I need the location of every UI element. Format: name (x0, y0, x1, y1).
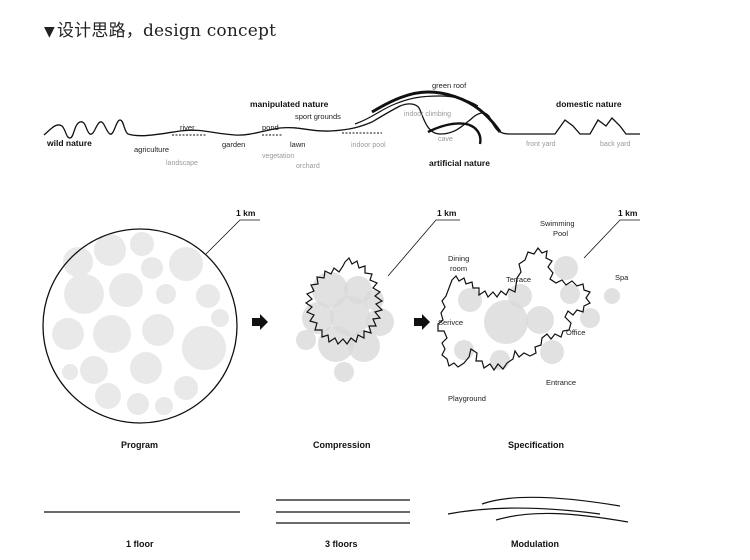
label-indoor-pool: indoor pool (351, 142, 386, 149)
caption-one-floor: 1 floor (126, 539, 154, 549)
specification-scale-label: 1 km (618, 208, 638, 218)
program-circle (42, 228, 238, 424)
page-title-text: 设计思路，design concept (56, 21, 277, 41)
label-artificial-nature: artificial nature (429, 158, 490, 168)
compression-bubbles (296, 272, 394, 382)
modulation-line-1 (481, 496, 621, 507)
triangle-marker-icon: ▼ (44, 24, 55, 40)
label-wild-nature: wild nature (46, 138, 92, 148)
label-landscape: landscape (166, 160, 198, 167)
compression-scale-label: 1 km (437, 208, 457, 218)
green-roof-line (371, 90, 502, 133)
label-orchard: orchard (296, 163, 320, 170)
zone-playground: Playground (448, 394, 486, 403)
cave-line (427, 122, 482, 145)
program-diagram: 1 km Program (42, 208, 260, 450)
label-river: river (180, 123, 195, 132)
label-vegetation: vegetation (262, 153, 294, 160)
zone-swimming-line2: Pool (553, 229, 568, 238)
zone-terrace: Terrace (506, 275, 531, 284)
label-manipulated-nature: manipulated nature (250, 99, 329, 109)
nature-profile: wild nature agriculture landscape river … (43, 81, 640, 170)
zone-swimming-line1: Swimming (540, 219, 575, 228)
page-title: ▼设计思路，design concept (44, 16, 276, 41)
zone-office: Office (566, 328, 585, 337)
specification-bubbles (454, 256, 620, 370)
zone-dining-line1: Dining (448, 254, 469, 263)
zone-spa: Spa (615, 273, 629, 282)
label-indoor-climbing: indoor climbing (404, 111, 451, 118)
program-bubbles (52, 232, 229, 415)
label-cave: cave (438, 136, 453, 143)
modulation-line-3 (495, 512, 629, 523)
arrow-icon (252, 314, 268, 330)
compression-blob (304, 256, 384, 346)
label-green-roof: green roof (432, 81, 467, 90)
floors-row: 1 floor 3 floors Modulation (44, 496, 629, 549)
caption-specification: Specification (508, 440, 564, 450)
caption-program: Program (121, 440, 158, 450)
modulation-line-2 (447, 507, 601, 515)
program-scale-label: 1 km (236, 208, 256, 218)
label-lawn: lawn (290, 140, 305, 149)
specification-scale-leader (583, 219, 640, 259)
zone-entrance: Entrance (546, 378, 576, 387)
zone-service: Serivce (438, 318, 463, 327)
specification-diagram: 1 km Dining room Terrace Swimming Pool S… (437, 208, 640, 450)
label-garden: garden (222, 140, 245, 149)
arrow-icon (414, 314, 430, 330)
label-front-yard: front yard (526, 141, 556, 148)
caption-three-floors: 3 floors (325, 539, 358, 549)
program-scale-leader (205, 219, 260, 255)
label-agriculture: agriculture (134, 145, 169, 154)
caption-modulation: Modulation (511, 539, 559, 549)
compression-scale-leader (387, 219, 460, 277)
caption-compression: Compression (313, 440, 371, 450)
label-back-yard: back yard (600, 141, 630, 148)
compression-diagram: 1 km Compression (296, 208, 460, 450)
label-pond: pond (262, 123, 279, 132)
label-sport-grounds: sport grounds (295, 112, 341, 121)
label-domestic-nature: domestic nature (556, 99, 622, 109)
specification-blob (437, 246, 591, 372)
zone-dining-line2: room (450, 264, 467, 273)
